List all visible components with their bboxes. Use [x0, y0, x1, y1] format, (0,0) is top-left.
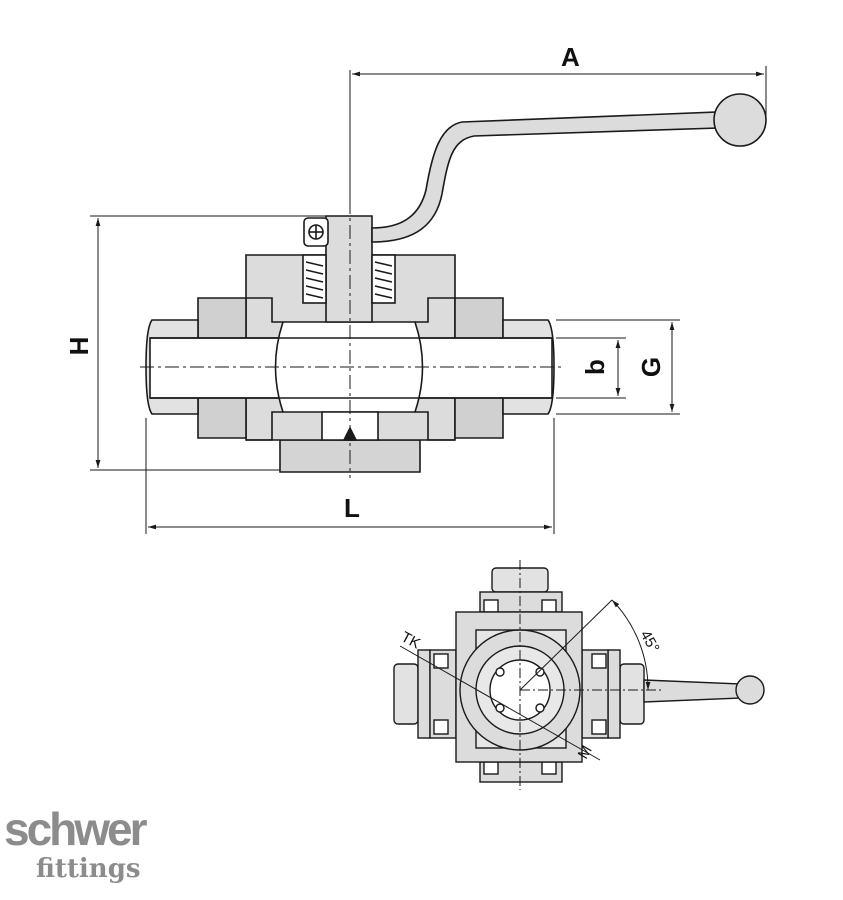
- dim-label-b: b: [580, 359, 610, 375]
- logo-line-2: fittings: [36, 854, 141, 884]
- stem: [325, 215, 373, 323]
- logo-line-1: schwer: [4, 803, 148, 855]
- packing-left: [302, 254, 327, 304]
- handle-lever: [371, 111, 719, 243]
- dimension-lines: [90, 66, 767, 534]
- packing-right: [371, 254, 396, 304]
- dim-label-l: L: [344, 493, 360, 523]
- label-tk: TK: [398, 629, 423, 653]
- dim-label-a: A: [561, 42, 580, 72]
- dim-label-h: H: [64, 337, 94, 356]
- dim-label-g: G: [636, 357, 666, 377]
- schwer-fittings-logo: schwer fittings: [4, 806, 189, 896]
- handle-knob: [713, 93, 767, 147]
- label-angle: 45°: [637, 628, 663, 656]
